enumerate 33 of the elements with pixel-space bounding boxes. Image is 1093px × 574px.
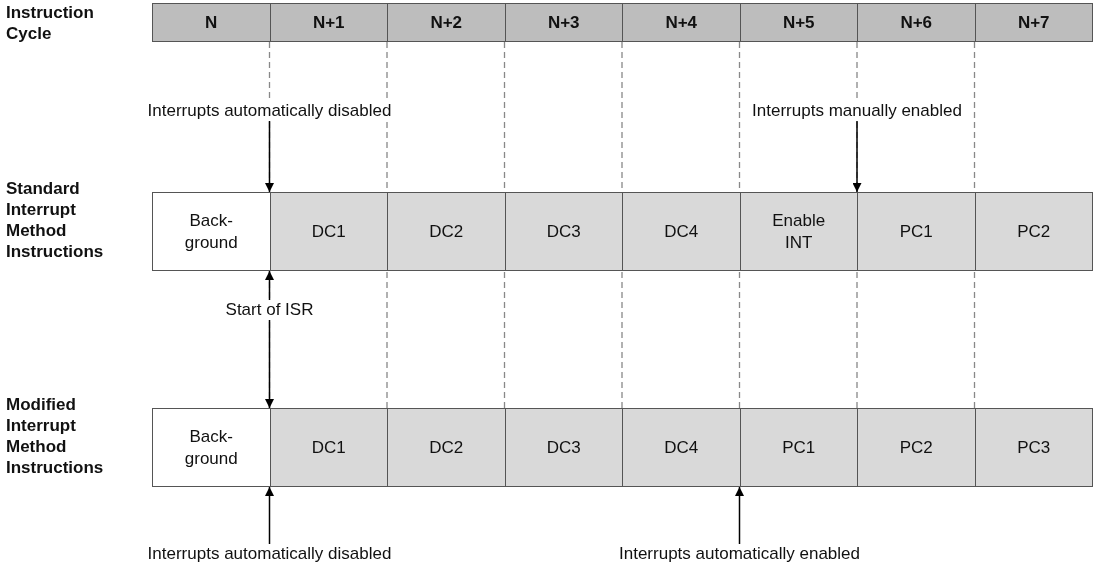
instruction-cell: PC1 [857, 192, 976, 271]
instruction-cell: Back- ground [152, 408, 271, 487]
instruction-cell: PC1 [739, 408, 858, 487]
instruction-cell: DC3 [504, 192, 623, 271]
instruction-cell: DC2 [387, 192, 506, 271]
cycle-header-cell: N+7 [974, 3, 1093, 42]
instruction-cell: DC2 [387, 408, 506, 487]
instruction-cell: PC2 [857, 408, 976, 487]
instruction-cell: Back- ground [152, 192, 271, 271]
cycle-header-cell: N+5 [739, 3, 858, 42]
instruction-cell: DC4 [622, 408, 741, 487]
instruction-cell: DC4 [622, 192, 741, 271]
cycle-header-cell: N [152, 3, 271, 42]
arrow [852, 120, 862, 193]
cycle-header-cell: N+4 [622, 3, 741, 42]
row-label: Standard Interrupt Method Instructions [6, 178, 105, 262]
instruction-cell: DC1 [269, 192, 388, 271]
cycle-header-cell: N+3 [504, 3, 623, 42]
arrow [735, 486, 744, 545]
cycle-header-cell: N+1 [269, 3, 388, 42]
arrow [265, 120, 274, 193]
row-label: Instruction Cycle [6, 2, 95, 44]
instruction-cell: PC2 [974, 192, 1093, 271]
row-label: Modified Interrupt Method Instructions [6, 394, 105, 478]
instruction-cell: PC3 [974, 408, 1093, 487]
arrow [265, 319, 274, 409]
instruction-cell: DC3 [504, 408, 623, 487]
arrow [265, 270, 274, 301]
cycle-header-cell: N+6 [857, 3, 976, 42]
instruction-cell: DC1 [269, 408, 388, 487]
arrow [265, 486, 274, 545]
cycle-header-cell: N+2 [387, 3, 506, 42]
instruction-cell: Enable INT [739, 192, 858, 271]
